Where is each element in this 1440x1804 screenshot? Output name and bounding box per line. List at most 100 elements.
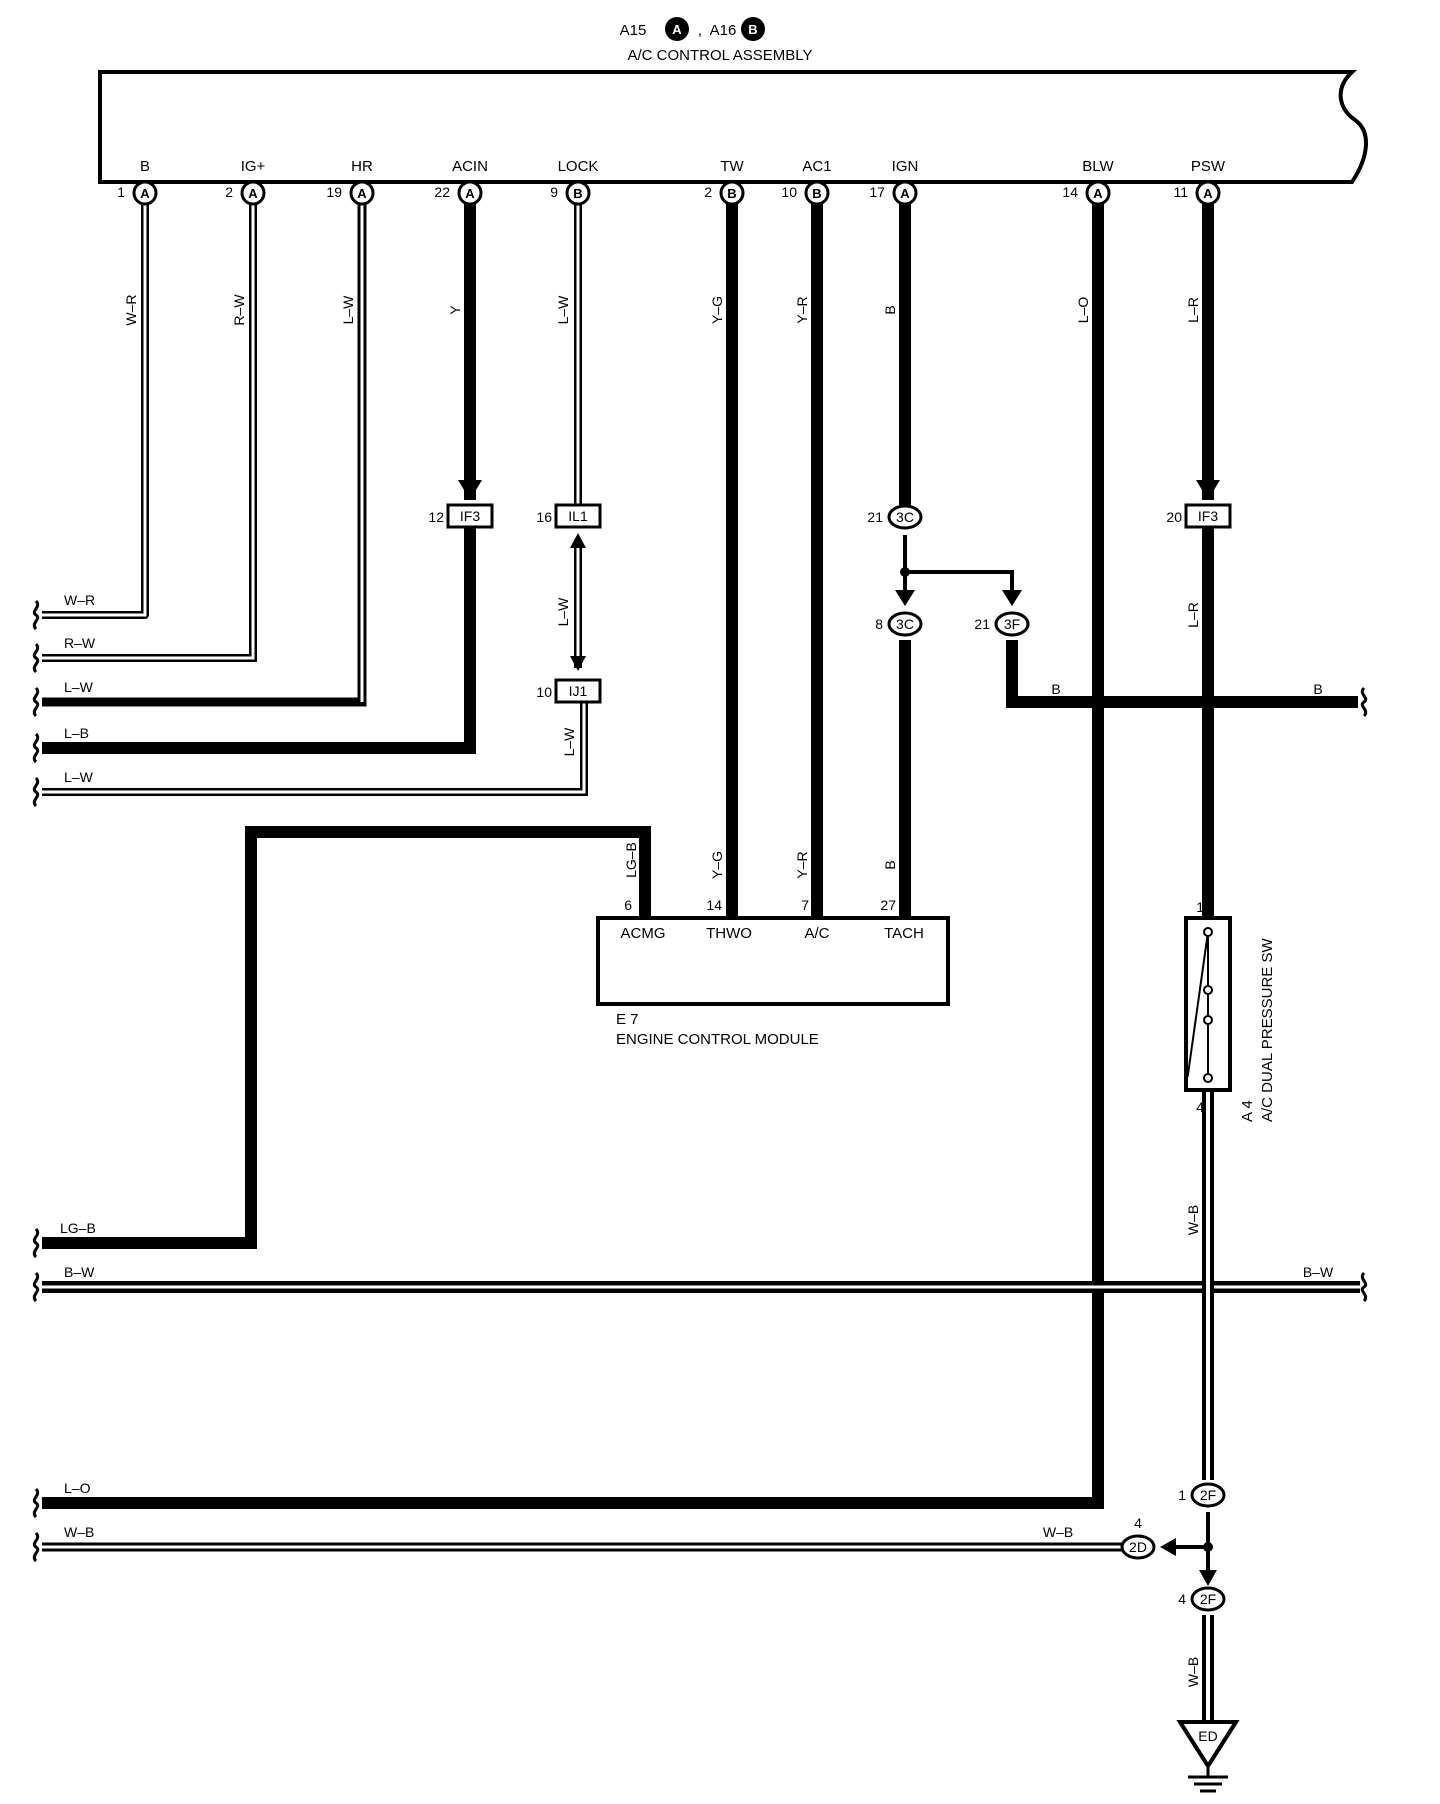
- svg-text:A: A: [900, 186, 910, 201]
- switch-code: A 4: [1239, 1100, 1256, 1122]
- arrow-down-icon: [458, 480, 482, 500]
- right-label-b: B: [1313, 681, 1322, 697]
- svg-text:2F: 2F: [1200, 1487, 1216, 1503]
- pin-lock: LOCK 9 B: [550, 158, 598, 206]
- junction-if3-psw: 20 IF3: [1166, 503, 1232, 529]
- svg-text:A: A: [465, 186, 475, 201]
- wire-break-icon: [1360, 686, 1368, 718]
- left-label-b-w: B–W: [64, 1264, 95, 1280]
- wire-label-lw-between: L–W: [555, 597, 571, 627]
- wire-label-wb-vertical: W–B: [1185, 1205, 1201, 1235]
- svg-text:A: A: [357, 186, 367, 201]
- svg-text:10: 10: [536, 684, 552, 700]
- left-wire-labels: W–R R–W L–W L–B L–W LG–B B–W L–O W–B: [60, 592, 96, 1540]
- right-label-b-w: B–W: [1303, 1264, 1334, 1280]
- svg-text:11: 11: [1173, 184, 1188, 200]
- arrow-down-icon: [1196, 480, 1220, 500]
- pin-b: B 1 A: [117, 158, 158, 206]
- svg-text:B: B: [812, 186, 821, 201]
- wire-label-lw-below: L–W: [561, 727, 577, 757]
- junction-3f: 21 3F: [974, 611, 1030, 637]
- junction-3c-top: 21 3C: [867, 504, 923, 530]
- svg-text:22: 22: [434, 184, 450, 200]
- right-label-w-b: W–B: [1043, 1524, 1073, 1540]
- svg-text:3C: 3C: [896, 509, 914, 525]
- ac-control-assembly-box: [98, 70, 1369, 184]
- svg-text:A/C: A/C: [804, 925, 829, 942]
- wire-break-icon: [32, 1227, 40, 1259]
- arrow-down-icon: [1199, 1570, 1217, 1586]
- svg-text:2: 2: [704, 184, 712, 200]
- ecm-box: [596, 916, 950, 1006]
- junction-ij1: 10 IJ1: [536, 678, 602, 704]
- svg-text:27: 27: [880, 897, 896, 913]
- pin-psw: PSW 11 A: [1173, 158, 1226, 206]
- connector-a-badge: A: [672, 22, 682, 37]
- connector-a16-label: A16: [710, 22, 737, 39]
- wire-w-r: [42, 193, 149, 619]
- svg-text:4: 4: [1134, 1515, 1142, 1531]
- svg-text:8: 8: [875, 616, 883, 632]
- connector-a-badge-icon: [665, 17, 689, 41]
- svg-text:3C: 3C: [896, 616, 914, 632]
- svg-text:IF3: IF3: [460, 508, 480, 524]
- svg-text:BLW: BLW: [1082, 158, 1114, 175]
- wire-label-l-w: L–W: [340, 295, 356, 325]
- svg-text:B: B: [573, 186, 582, 201]
- wires: [42, 193, 1360, 1722]
- pin-ign: IGN 17 A: [869, 158, 918, 206]
- pin-blw: BLW 14 A: [1062, 158, 1115, 206]
- switch-title: A/C DUAL PRESSURE SW: [1259, 938, 1276, 1122]
- svg-text:AC1: AC1: [802, 158, 831, 175]
- svg-text:12: 12: [428, 509, 444, 525]
- junction-2d: 4 2D: [1120, 1515, 1156, 1560]
- ecm-code: E 7: [616, 1011, 639, 1028]
- svg-text:2F: 2F: [1200, 1591, 1216, 1607]
- wire-break-icon: [32, 732, 40, 764]
- left-label-l-w-2: L–W: [64, 769, 94, 785]
- junction-2f-top: 1 2F: [1178, 1482, 1226, 1508]
- wire-label-lr-below: L–R: [1185, 602, 1201, 628]
- svg-text:9: 9: [550, 184, 558, 200]
- pin-ac1: AC1 10 B: [781, 158, 832, 206]
- wire-label-wb-ground: W–B: [1185, 1657, 1201, 1687]
- pin-ig-plus: IG+ 2 A: [225, 158, 266, 206]
- dual-pressure-switch: 1 4 A 4 A/C DUAL PRESSURE SW: [1184, 899, 1276, 1122]
- svg-text:A: A: [1093, 186, 1103, 201]
- connector-b-badge-icon: [741, 17, 765, 41]
- svg-text:2D: 2D: [1129, 1539, 1147, 1555]
- wire-label-y: Y: [447, 305, 463, 315]
- svg-text:B: B: [882, 860, 898, 869]
- assembly-title: A/C CONTROL ASSEMBLY: [627, 47, 812, 64]
- engine-control-module: LG–B 6 ACMG Y–G 14 THWO Y–R 7 A/C B 27 T…: [596, 842, 950, 1048]
- svg-text:1: 1: [117, 184, 125, 200]
- svg-text:17: 17: [869, 184, 885, 200]
- ground-label: ED: [1198, 1728, 1217, 1744]
- svg-text:A: A: [140, 186, 150, 201]
- splice-dot: [1203, 1542, 1213, 1552]
- svg-text:PSW: PSW: [1191, 158, 1226, 175]
- left-label-l-o: L–O: [64, 1480, 91, 1496]
- arrow-down-icon: [570, 656, 586, 671]
- svg-text:A: A: [248, 186, 258, 201]
- junction-3c-bottom: 8 3C: [875, 611, 923, 637]
- svg-text:21: 21: [974, 616, 990, 632]
- svg-text:Y–G: Y–G: [709, 851, 725, 879]
- junction-il1: 16 IL1: [536, 503, 602, 529]
- wire-w-r-inner: [42, 193, 147, 617]
- svg-text:A: A: [1203, 186, 1213, 201]
- assembly-pins: B 1 A IG+ 2 A HR 19 A ACIN 22 A LOCK 9 B…: [117, 158, 1226, 206]
- connector-separator: ,: [698, 22, 702, 39]
- header: A15 A , A16 B A/C CONTROL ASSEMBLY: [620, 17, 813, 64]
- wire-3f-b: [1006, 640, 1358, 708]
- svg-text:3F: 3F: [1004, 616, 1020, 632]
- left-label-lg-b: LG–B: [60, 1220, 96, 1236]
- svg-text:7: 7: [801, 897, 809, 913]
- svg-text:6: 6: [624, 897, 632, 913]
- wire-break-icon: [32, 642, 40, 674]
- pin-hr: HR 19 A: [326, 158, 375, 206]
- wire-label-l-w-lock: L–W: [555, 295, 571, 325]
- svg-text:4: 4: [1178, 1591, 1186, 1607]
- svg-text:1: 1: [1178, 1487, 1186, 1503]
- svg-text:IG+: IG+: [241, 158, 266, 175]
